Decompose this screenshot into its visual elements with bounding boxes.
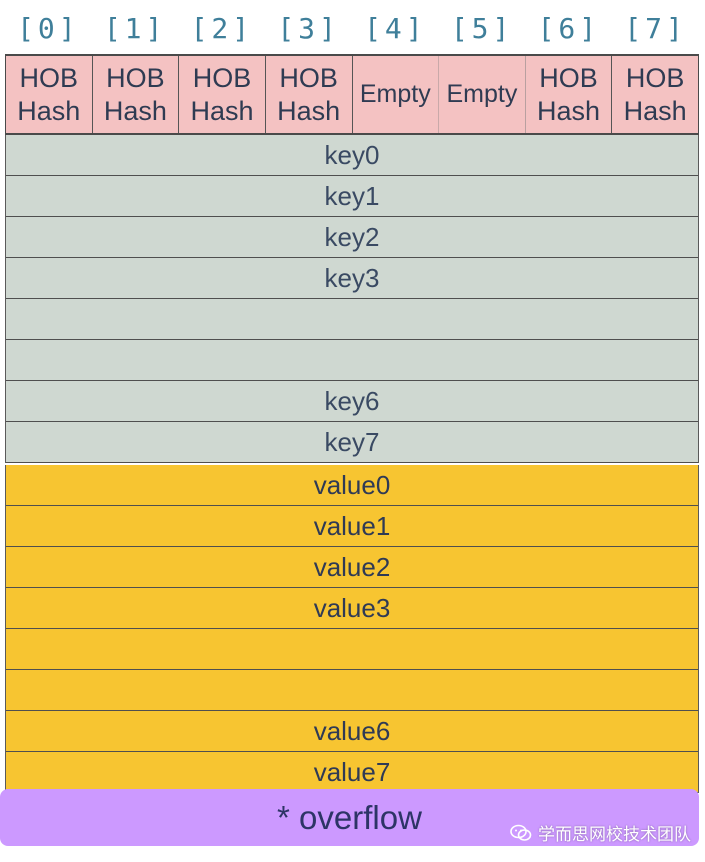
tophash-cell-empty: Empty: [439, 56, 526, 133]
key-row-empty: [6, 299, 698, 340]
overflow-pointer: * overflow: [0, 789, 699, 846]
key-row: key1: [6, 176, 698, 217]
tophash-cell: HOB Hash: [6, 56, 93, 133]
tophash-cell: HOB Hash: [92, 56, 180, 133]
key-row: key3: [6, 258, 698, 299]
index-label: [5]: [450, 11, 514, 45]
wechat-icon: [510, 824, 532, 841]
value-row: value6: [6, 711, 698, 752]
tophash-cell: HOB Hash: [525, 56, 613, 133]
index-label: [3]: [277, 11, 340, 45]
tophash-cell-empty: Empty: [352, 56, 440, 133]
index-label: [4]: [364, 11, 427, 45]
index-row: [0] [1] [2] [3] [4] [5] [6] [7]: [5, 4, 699, 52]
value-row-empty: [6, 670, 698, 711]
value-row: value3: [6, 588, 698, 629]
index-label: [7]: [624, 11, 687, 45]
keys-block: key0 key1 key2 key3 key6 key7: [5, 135, 699, 463]
index-label: [6]: [537, 11, 601, 45]
value-row: value1: [6, 506, 698, 547]
key-row: key0: [6, 135, 698, 176]
value-row: value2: [6, 547, 698, 588]
key-row: key6: [6, 381, 698, 422]
tophash-cell: HOB Hash: [612, 56, 698, 133]
watermark: 学而思网校技术团队: [510, 820, 691, 845]
key-row: key2: [6, 217, 698, 258]
watermark-text: 学而思网校技术团队: [538, 825, 691, 845]
tophash-cell: HOB Hash: [265, 56, 353, 133]
index-label: [0]: [17, 11, 80, 45]
tophash-cell: HOB Hash: [179, 56, 266, 133]
key-row-empty: [6, 340, 698, 381]
index-label: [1]: [103, 11, 167, 45]
tophash-row: HOB Hash HOB Hash HOB Hash HOB Hash Empt…: [5, 54, 699, 135]
value-row: value7: [6, 752, 698, 793]
value-row: value0: [6, 465, 698, 506]
value-row-empty: [6, 629, 698, 670]
key-row: key7: [6, 422, 698, 463]
index-label: [2]: [190, 11, 254, 45]
values-block: value0 value1 value2 value3 value6 value…: [5, 465, 699, 793]
